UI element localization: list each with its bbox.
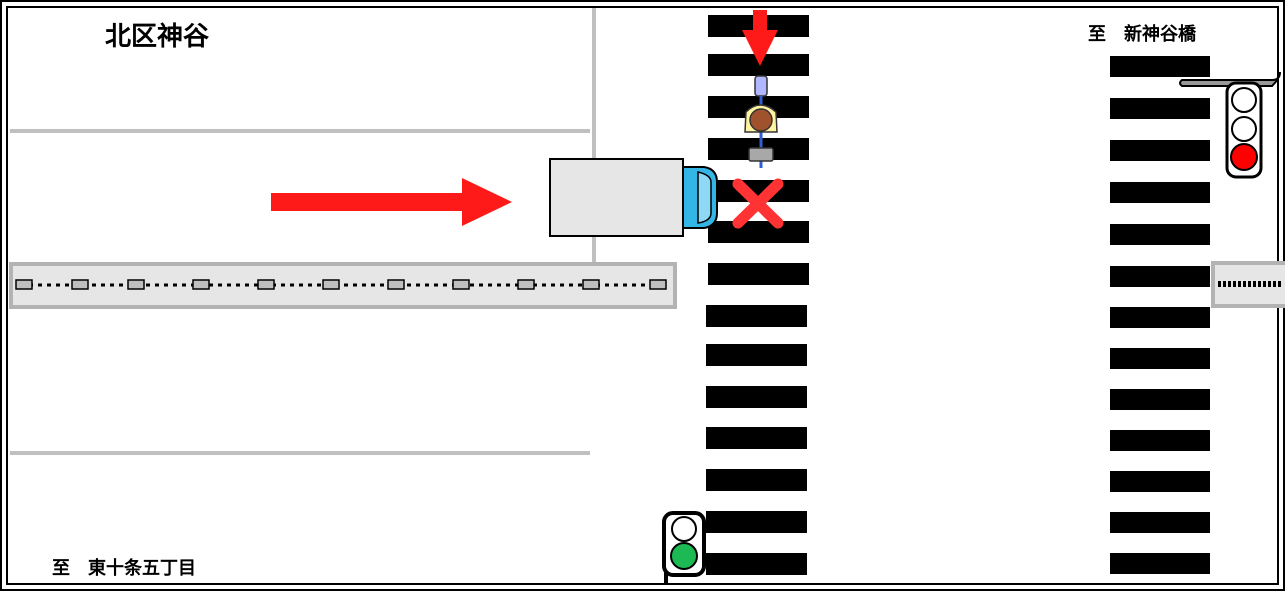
crosswalk-stripe <box>706 553 807 575</box>
truck-icon <box>549 158 718 237</box>
traffic-signal-icon <box>1179 71 1281 179</box>
crosswalk-stripe <box>706 511 807 533</box>
crosswalk-stripe <box>1110 389 1210 410</box>
median-post <box>15 279 33 290</box>
crosswalk-stripe <box>1110 430 1210 451</box>
cyclist-icon <box>744 75 778 168</box>
arrow-head <box>462 178 512 226</box>
median-post <box>192 279 210 290</box>
median-posts <box>15 279 667 290</box>
bicycle-front-wheel <box>754 75 768 97</box>
median-post <box>322 279 340 290</box>
crosswalk-stripe <box>1110 182 1210 203</box>
median-post <box>452 279 470 290</box>
crosswalk-stripe <box>1110 98 1210 119</box>
truck-cargo-box <box>549 158 684 237</box>
crosswalk-stripe <box>706 469 807 491</box>
arrow-shaft <box>271 193 468 211</box>
direction-label-shinkamiya-bridge: 至 新神谷橋 <box>1088 24 1196 45</box>
crosswalk-stripe <box>1110 348 1210 369</box>
cross-mark-icon <box>732 178 784 229</box>
signal-lamp-middle <box>1231 116 1257 142</box>
crosswalk-stripe <box>1110 471 1210 492</box>
crosswalk-stripe <box>1110 307 1210 328</box>
crosswalk-stripe <box>1110 140 1210 161</box>
median-post <box>257 279 275 290</box>
crosswalk-stripe <box>1110 56 1210 77</box>
median-strip <box>9 262 677 309</box>
crosswalk-stripe <box>1110 553 1210 574</box>
crosswalk-stripe <box>708 263 809 285</box>
median-post <box>71 279 89 290</box>
crosswalk-stripe <box>1110 512 1210 533</box>
median-post <box>582 279 600 290</box>
arrow-head <box>742 30 778 66</box>
crosswalk-stripe <box>706 305 807 327</box>
crosswalk-stripe <box>706 427 807 449</box>
median-post <box>649 279 667 290</box>
crosswalk-stripe <box>708 54 809 76</box>
crosswalk-stripe <box>706 344 807 366</box>
lane-lines <box>10 8 596 455</box>
cross-stroke <box>732 178 784 229</box>
crosswalk-right <box>1110 56 1210 574</box>
area-label: 北区神谷 <box>105 22 210 52</box>
bicycle-rear-rack <box>748 147 774 162</box>
median-post <box>127 279 145 290</box>
signal-lamp-red-active <box>1230 143 1258 171</box>
arrow-shaft <box>753 10 767 32</box>
signal-lamp-top <box>1231 87 1257 113</box>
arrow-right-icon <box>271 178 512 226</box>
signal-lamp-green-active <box>670 542 698 570</box>
median-post <box>387 279 405 290</box>
crosswalk-stripe <box>708 221 809 243</box>
arrow-down-icon <box>742 10 778 66</box>
crosswalk-stripe <box>706 386 807 408</box>
crosswalk-stripe <box>1110 266 1210 287</box>
rider-head <box>749 108 773 132</box>
crosswalk-left <box>706 15 809 575</box>
direction-label-higashijujo: 至 東十条五丁目 <box>52 558 196 579</box>
truck-windshield <box>697 171 712 224</box>
median-post <box>517 279 535 290</box>
median-strip-right <box>1211 261 1285 308</box>
crosswalk-stripe <box>1110 224 1210 245</box>
signal-lamp-top <box>671 516 697 542</box>
traffic-signal-icon <box>662 511 706 584</box>
